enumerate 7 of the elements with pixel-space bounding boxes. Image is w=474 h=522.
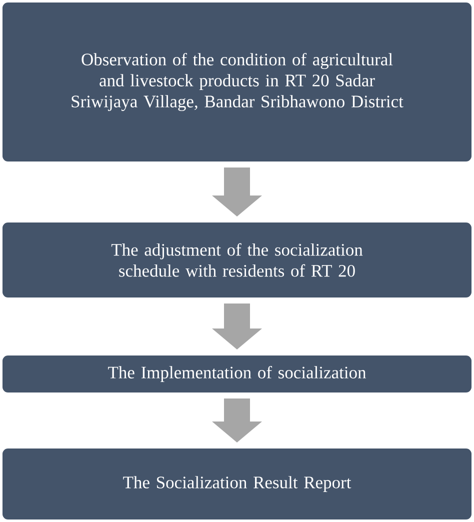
process-box: Observation of the condition of agricultural and livestock products in RT 20 Sadar Sriwijaya Village, Bandar Sribhawono District — [2, 2, 472, 162]
process-box: The Implementation of socialization — [2, 354, 472, 394]
process-box: The Socialization Result Report — [2, 448, 472, 520]
block-arrow — [212, 168, 262, 216]
block-arrow — [212, 398, 262, 442]
block-arrow — [212, 304, 262, 350]
process-box: The adjustment of the socialization schedule with residents of RT 20 — [2, 222, 472, 298]
